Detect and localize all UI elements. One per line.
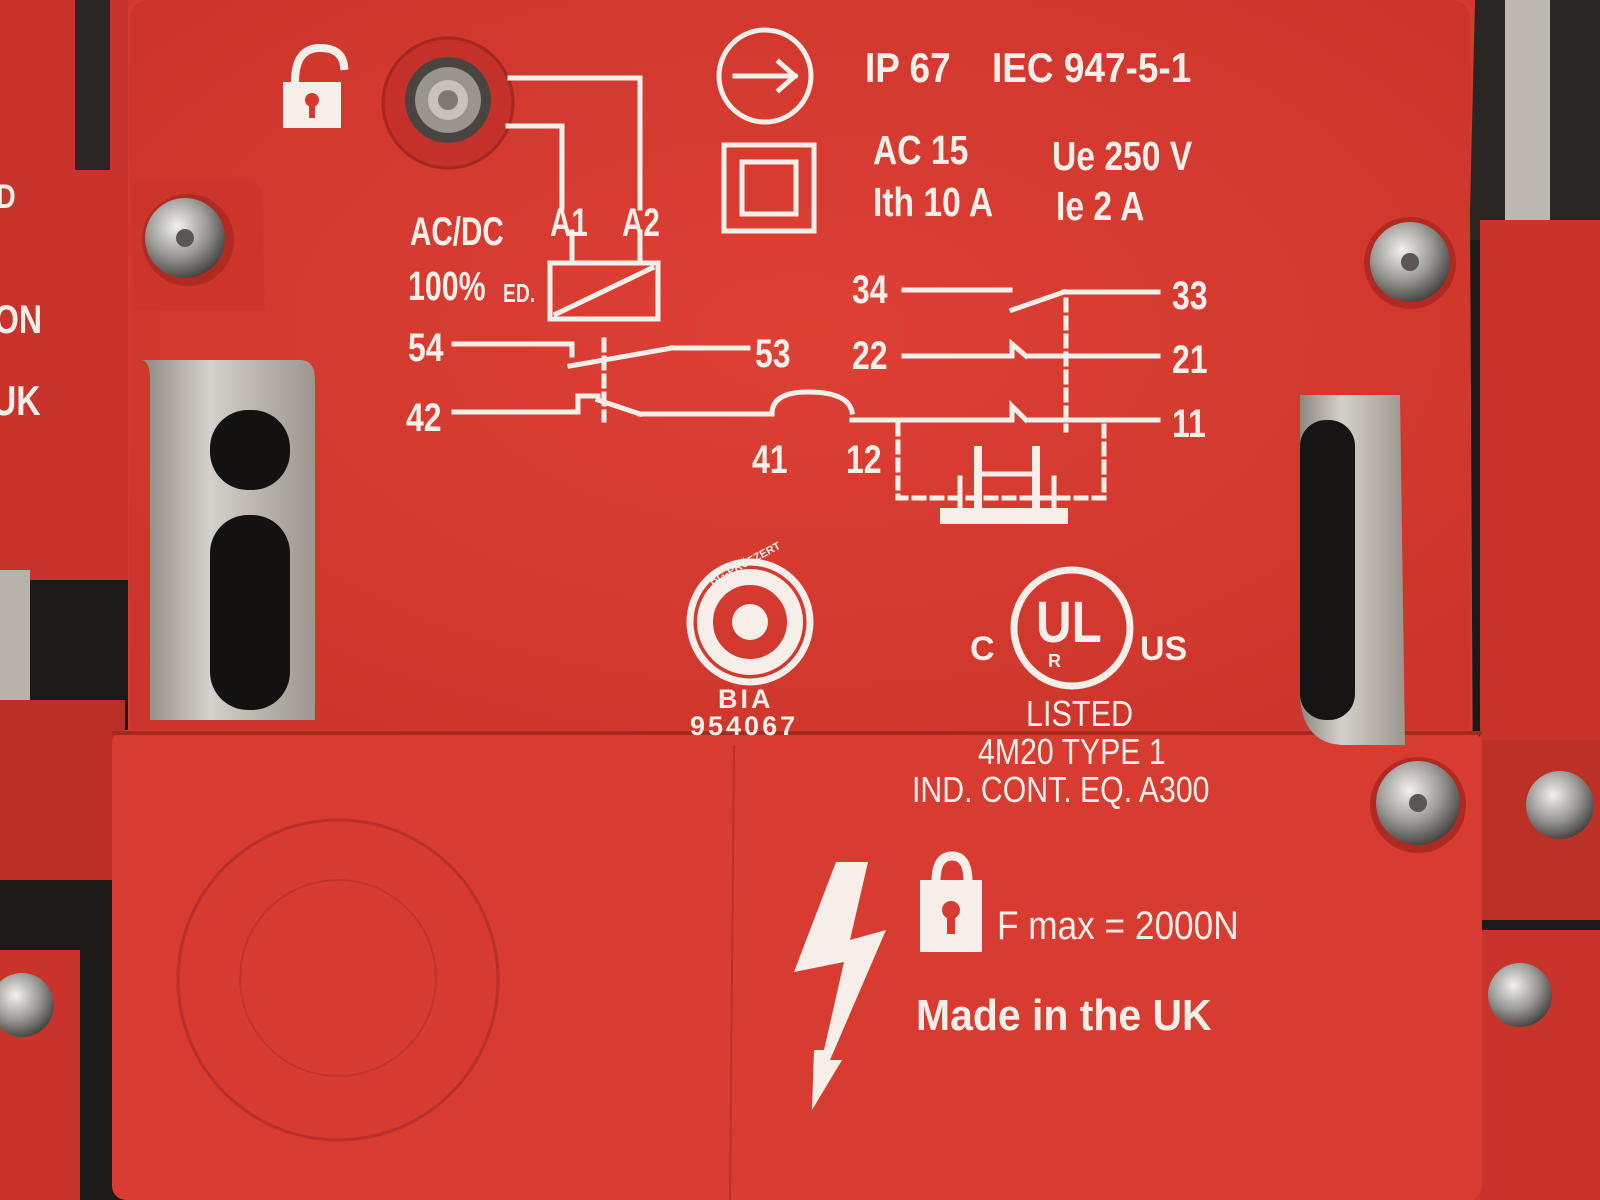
duty-cycle-suffix: ED. [503, 278, 536, 308]
terminal-41: 41 [752, 438, 788, 482]
terminal-11: 11 [1172, 402, 1206, 446]
ie-current: Ie 2 A [1056, 183, 1145, 229]
terminal-42: 42 [406, 396, 442, 440]
contact-12-11 [849, 399, 1161, 424]
ul-listed-text: LISTED [1026, 693, 1134, 734]
ac-class: AC 15 [873, 127, 969, 173]
lock-icon [920, 851, 982, 952]
terminal-53: 53 [755, 332, 791, 376]
terminal-a2: A2 [622, 201, 660, 245]
double-insulation-icon [721, 142, 817, 234]
unlock-icon [283, 43, 349, 128]
iec-standard: IEC 947-5-1 [992, 44, 1192, 91]
ul-type-text: 4M20 TYPE 1 [978, 731, 1166, 772]
left-neighbour-unit [0, 0, 135, 1200]
ul-registered: R [1048, 651, 1061, 671]
lamp-wiring [505, 75, 643, 265]
contact-54-53 [451, 341, 751, 369]
housing-screws [142, 194, 1466, 853]
terminal-a1: A1 [550, 201, 588, 245]
ith-current: Ith 10 A [873, 179, 994, 225]
lightning-bolt-icon [794, 862, 886, 1110]
terminal-34: 34 [852, 268, 888, 312]
ul-mark: UL [1036, 590, 1102, 655]
ip-rating: IP 67 [865, 44, 951, 91]
duty-cycle: 100% [408, 263, 486, 309]
bia-label: BIA [718, 684, 774, 714]
right-neighbour-unit [1470, 0, 1600, 1200]
ue-voltage: Ue 250 V [1052, 133, 1193, 179]
bia-number: 954067 [690, 711, 799, 741]
indicator-lamp [381, 36, 515, 170]
origin-text: Made in the UK [916, 991, 1212, 1040]
ul-us-mark: US [1140, 630, 1188, 668]
right-bracket [1300, 395, 1405, 745]
bg-pruefzert-seal [686, 558, 814, 686]
terminal-33: 33 [1172, 274, 1208, 318]
relay-coil-symbol [547, 260, 661, 322]
terminal-54: 54 [408, 326, 444, 370]
ul-listed-logo [1010, 566, 1134, 690]
actuator-key [940, 446, 1068, 524]
terminal-22: 22 [852, 334, 888, 378]
terminal-12: 12 [846, 438, 882, 482]
force-rating: F max = 2000N [997, 904, 1239, 948]
edge-text-on: ON [0, 298, 42, 342]
edge-text-uk: UK [0, 377, 41, 424]
edge-text-d: D [0, 180, 16, 214]
contact-34-33 [901, 287, 1161, 314]
direction-arrow-icon [716, 27, 814, 125]
coil-supply-label: AC/DC [410, 210, 504, 254]
contact-42-41 [451, 389, 855, 418]
contact-22-21 [901, 338, 1161, 360]
ul-c-mark: C [970, 630, 995, 668]
ul-equipment-text: IND. CONT. EQ. A300 [912, 769, 1210, 810]
round-cap [176, 818, 500, 1142]
actuator-symbol [895, 421, 1107, 501]
terminal-21: 21 [1172, 338, 1208, 382]
